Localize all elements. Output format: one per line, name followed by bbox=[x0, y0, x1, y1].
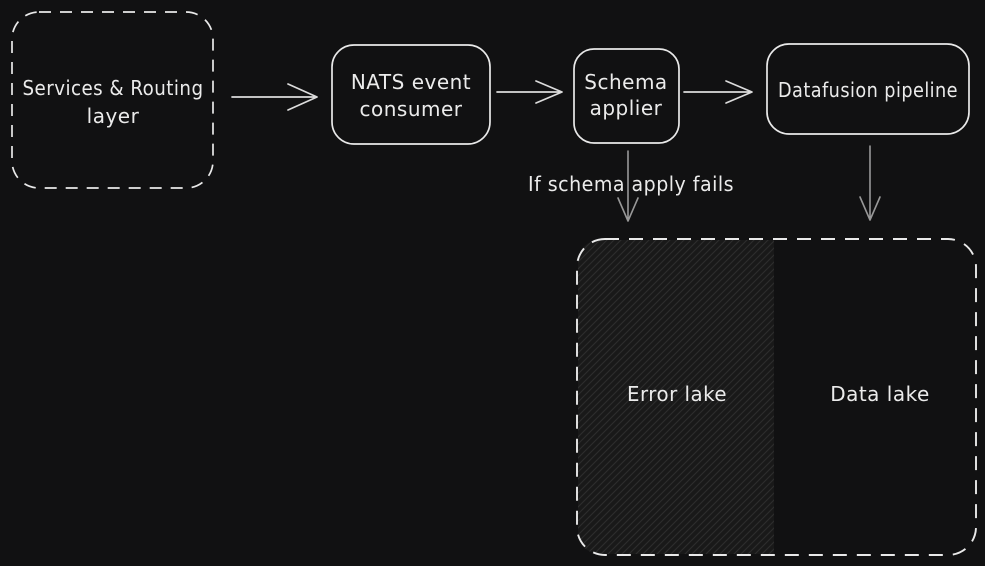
arrow-datafusion-to-data-lake-icon bbox=[859, 145, 881, 221]
node-services-routing-layer: Services & Routing layer bbox=[11, 11, 214, 189]
node-nats-event-consumer: NATS event consumer bbox=[331, 44, 491, 145]
lakes-container: Error lake Data lake bbox=[576, 238, 977, 556]
arrow-nats-to-schema-icon bbox=[496, 80, 563, 104]
data-lake-label: Data lake bbox=[830, 382, 930, 406]
arrow-schema-to-error-lake-icon bbox=[617, 150, 639, 222]
nats-label-line1: NATS event bbox=[351, 70, 471, 94]
fail-condition-annotation: If schema apply fails bbox=[528, 172, 734, 196]
lakes-box bbox=[576, 238, 977, 556]
arrow-services-to-nats-icon bbox=[231, 83, 318, 111]
services-routing-label-line1: Services & Routing bbox=[23, 76, 204, 100]
error-lake-label: Error lake bbox=[627, 382, 727, 406]
schema-label-line1: Schema bbox=[584, 70, 667, 94]
schema-applier-box bbox=[573, 48, 680, 144]
node-schema-applier: Schema applier bbox=[573, 48, 680, 144]
node-datafusion-pipeline: Datafusion pipeline bbox=[766, 43, 970, 135]
schema-label-line2: applier bbox=[590, 96, 663, 120]
nats-label-line2: consumer bbox=[359, 97, 462, 121]
error-lake-hatched-region bbox=[578, 240, 774, 554]
datafusion-label: Datafusion pipeline bbox=[778, 78, 958, 102]
datafusion-pipeline-box bbox=[766, 43, 970, 135]
arrow-schema-to-datafusion-icon bbox=[683, 80, 753, 104]
services-routing-box bbox=[11, 11, 214, 189]
nats-event-consumer-box bbox=[331, 44, 491, 145]
services-routing-label-line2: layer bbox=[87, 104, 140, 128]
